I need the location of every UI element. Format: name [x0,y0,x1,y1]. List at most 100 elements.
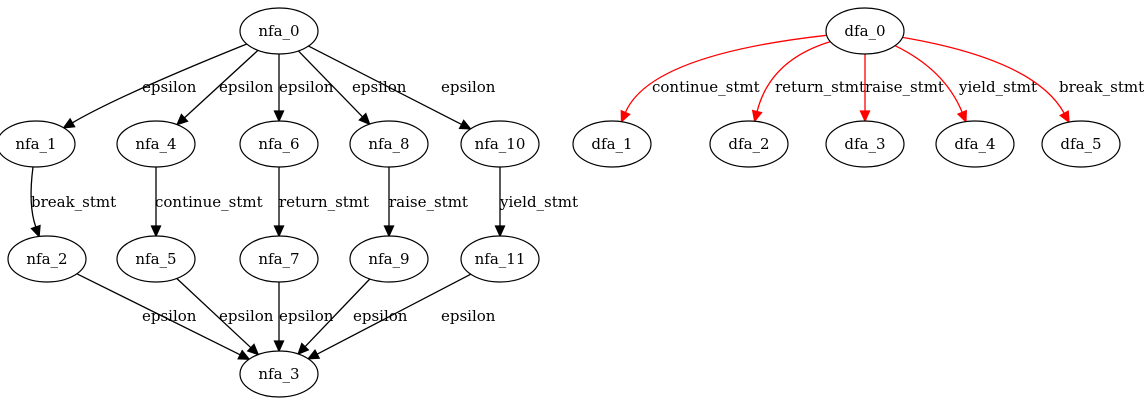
node-label: nfa_4 [135,135,176,153]
edge-nfa_9-to-nfa_3: epsilon [297,278,408,356]
node-ellipse [709,120,789,168]
node-nfa-4: nfa_4 [116,120,196,168]
arrowhead-icon [150,225,162,238]
node-ellipse [116,235,196,283]
edge-nfa_10-to-nfa_11: yield_stmt [494,167,578,238]
edge-line [624,34,827,113]
edge-dfa_0-to-dfa_3: raise_stmt [859,54,944,123]
edge-dfa_0-to-dfa_2: return_stmt [751,40,865,123]
node-label: dfa_3 [844,135,885,153]
arrowhead-icon [237,349,251,360]
node-label: dfa_0 [844,22,885,40]
node-ellipse [0,120,76,168]
edge-label: return_stmt [775,78,865,96]
edge-line [304,278,371,348]
edge-label: epsilon [142,78,197,96]
edge-label: raise_stmt [389,193,468,211]
edge-nfa_0-to-nfa_1: epsilon [62,43,248,129]
edge-label: epsilon [279,307,334,325]
arrowhead-icon [30,224,41,238]
node-label: nfa_0 [258,22,299,40]
arrowhead-icon [297,342,310,356]
edge-dfa_0-to-dfa_4: yield_stmt [894,45,1037,124]
node-ellipse [935,120,1015,168]
arrowhead-icon [246,343,260,356]
node-nfa-7: nfa_7 [239,235,319,283]
edge-nfa_7-to-nfa_3: epsilon [273,282,334,353]
edge-label: yield_stmt [958,78,1037,96]
edge-label: epsilon [142,307,197,325]
edge-nfa_6-to-nfa_7: return_stmt [273,167,369,238]
edge-label: break_stmt [31,193,116,211]
node-nfa-9: nfa_9 [349,235,429,283]
edge-nfa_2-to-nfa_3: epsilon [76,273,251,360]
edge-line [76,273,241,356]
arrowhead-icon [273,110,285,123]
node-dfa-3: dfa_3 [825,120,905,168]
edge-line [316,273,472,355]
node-nfa-6: nfa_6 [239,120,319,168]
node-ellipse [239,235,319,283]
edge-label: epsilon [441,307,496,325]
node-nfa-0: nfa_0 [239,7,319,55]
node-nfa-1: nfa_1 [0,120,76,168]
edge-line [894,45,963,113]
edge-line [756,40,831,112]
edge-nfa_5-to-nfa_3: epsilon [176,278,274,356]
node-label: nfa_3 [258,365,299,383]
node-nfa-3: nfa_3 [239,350,319,398]
edge-line [176,278,252,349]
edge-nfa_4-to-nfa_5: continue_stmt [150,167,263,238]
node-ellipse [116,120,196,168]
node-dfa-2: dfa_2 [709,120,789,168]
edge-line [30,166,37,228]
edge-nfa_0-to-nfa_4: epsilon [175,49,274,126]
node-dfa-4: dfa_4 [935,120,1015,168]
edge-line [902,36,1065,114]
arrowhead-icon [175,113,189,126]
node-label: nfa_1 [15,135,56,153]
arrowhead-icon [458,119,472,130]
node-label: dfa_2 [728,135,769,153]
node-dfa-1: dfa_1 [572,120,652,168]
edge-label: return_stmt [279,193,369,211]
node-label: dfa_5 [1060,135,1101,153]
node-ellipse [7,235,87,283]
node-ellipse [1041,120,1121,168]
node-ellipse [572,120,652,168]
node-ellipse [460,120,540,168]
node-nfa-10: nfa_10 [460,120,540,168]
node-label: dfa_1 [591,135,632,153]
node-label: nfa_11 [475,250,526,268]
arrowhead-icon [751,109,763,123]
node-label: nfa_2 [26,250,67,268]
node-label: nfa_8 [368,135,409,153]
arrowhead-icon [62,117,76,129]
edge-nfa_11-to-nfa_3: epsilon [306,273,496,360]
edge-label: epsilon [219,78,274,96]
node-label: nfa_10 [475,135,526,153]
arrowhead-icon [358,112,371,126]
arrowhead-icon [620,109,631,124]
node-ellipse [825,120,905,168]
arrowhead-icon [306,349,321,360]
edge-nfa_0-to-nfa_6: epsilon [273,54,334,123]
edge-label: raise_stmt [865,78,944,96]
edge-nfa_8-to-nfa_9: raise_stmt [383,167,468,238]
edge-line [297,50,364,118]
node-ellipse [239,350,319,398]
edge-label: epsilon [352,78,407,96]
edge-nfa_0-to-nfa_10: epsilon [308,45,496,130]
node-ellipse [460,235,540,283]
edge-nfa_0-to-nfa_8: epsilon [297,50,407,126]
edge-label: epsilon [279,78,334,96]
arrowhead-icon [273,340,285,353]
edge-label: epsilon [219,307,274,325]
node-label: nfa_6 [258,135,299,153]
edge-label: break_stmt [1059,78,1144,96]
node-nfa-2: nfa_2 [7,235,87,283]
node-dfa-0: dfa_0 [825,7,905,55]
node-nfa-8: nfa_8 [349,120,429,168]
